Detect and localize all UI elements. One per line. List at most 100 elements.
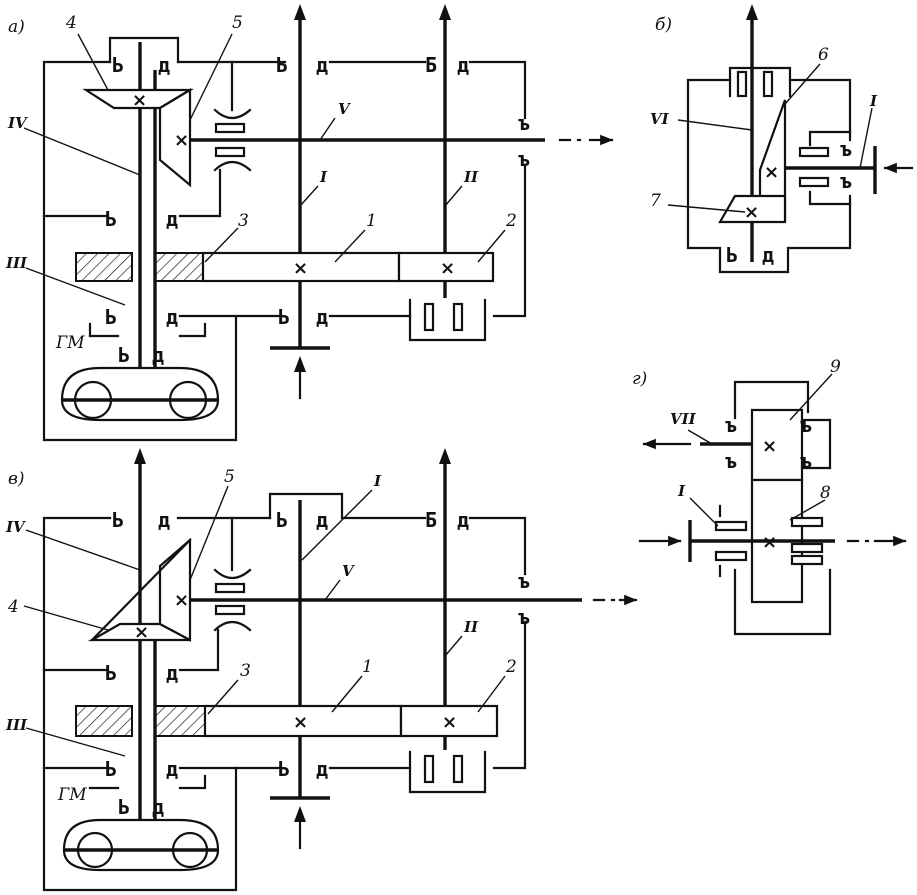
label-vi-b: VI	[650, 110, 670, 128]
label-iii-v: III	[5, 716, 28, 734]
panel-label-b: б)	[655, 15, 672, 35]
panel-label-a: а)	[8, 17, 25, 37]
svg-text:×: ×	[293, 712, 308, 733]
housing-a	[42, 60, 238, 442]
diagram-panel-a: а) Ь д × × Ь д Б д ъ ъ	[5, 4, 614, 442]
label-i-a: I	[319, 168, 328, 186]
label-v-a: V	[338, 100, 351, 118]
label-2-v: 2	[505, 657, 517, 677]
label-iv-a: IV	[7, 114, 28, 132]
label-vii-g: VII	[670, 410, 697, 428]
svg-text:д: д	[166, 757, 178, 781]
svg-text:Ь: Ь	[112, 53, 124, 77]
svg-text:Ь: Ь	[118, 343, 130, 367]
svg-text:×: ×	[293, 258, 308, 279]
svg-text:д: д	[316, 757, 328, 781]
label-5-v: 5	[224, 467, 235, 487]
svg-text:×: ×	[174, 130, 189, 151]
label-2-a: 2	[505, 211, 517, 231]
bevel-gear-7-b	[718, 194, 787, 224]
label-3-v: 3	[240, 661, 251, 681]
svg-text:Ь: Ь	[105, 757, 117, 781]
svg-text:×: ×	[132, 90, 147, 111]
svg-text:Ь: Ь	[278, 757, 290, 781]
label-4-a: 4	[65, 13, 77, 33]
diagram-panel-b: б) × × ъ ъ Ь д VI 6 7	[650, 4, 914, 274]
svg-text:Ь: Ь	[105, 207, 117, 231]
svg-text:ъ: ъ	[518, 605, 530, 629]
svg-text:Ь: Ь	[726, 243, 738, 267]
svg-text:Ь: Ь	[118, 795, 130, 819]
gear-2-v	[399, 704, 499, 738]
label-i-b: I	[869, 92, 878, 110]
svg-text:д: д	[316, 53, 328, 77]
label-4-v: 4	[7, 597, 19, 617]
label-9-g: 9	[830, 357, 841, 377]
svg-text:ъ: ъ	[518, 111, 530, 135]
diagram-panel-v: в) Ь д Ь д Б д ъ ъ × ×	[5, 448, 638, 892]
svg-text:д: д	[166, 661, 178, 685]
label-6-b: 6	[818, 45, 829, 65]
gear-2-a	[397, 251, 495, 283]
svg-text:д: д	[158, 508, 170, 532]
svg-text:д: д	[457, 508, 469, 532]
svg-text:д: д	[158, 53, 170, 77]
label-i-g: I	[677, 482, 686, 500]
svg-text:×: ×	[174, 590, 189, 611]
label-ii-v: II	[463, 618, 479, 636]
svg-text:д: д	[166, 305, 178, 329]
svg-text:ъ: ъ	[725, 449, 737, 473]
gear-3-left-hatch-a	[75, 252, 133, 282]
label-iii-a: III	[5, 254, 28, 272]
svg-text:×: ×	[440, 258, 455, 279]
label-1-a: 1	[366, 211, 377, 231]
svg-text:д: д	[457, 53, 469, 77]
label-8-g: 8	[820, 483, 831, 503]
svg-text:ъ: ъ	[800, 413, 812, 437]
label-ii-a: II	[463, 168, 479, 186]
svg-text:д: д	[316, 508, 328, 532]
panel-label-v: в)	[8, 469, 25, 489]
diagram-panel-g: г) × × ъ ъ ъ ъ VII 9	[632, 357, 907, 636]
svg-text:д: д	[316, 305, 328, 329]
hydromechanical-unit-v	[62, 818, 220, 872]
svg-text:×: ×	[762, 436, 777, 457]
svg-text:Ь: Ь	[105, 305, 117, 329]
svg-text:×: ×	[764, 162, 779, 183]
svg-text:Б: Б	[425, 53, 437, 77]
svg-text:д: д	[152, 795, 164, 819]
bevel-gear-5-v	[158, 537, 192, 642]
panel-label-g: г)	[632, 369, 647, 389]
label-5-a: 5	[232, 13, 243, 33]
svg-text:ъ: ъ	[518, 569, 530, 593]
svg-text:×: ×	[744, 202, 759, 223]
svg-text:Б: Б	[425, 508, 437, 532]
label-gm-a: ГМ	[55, 333, 85, 353]
label-3-a: 3	[238, 211, 249, 231]
svg-text:д: д	[152, 343, 164, 367]
svg-text:×: ×	[442, 712, 457, 733]
label-v-v: V	[342, 562, 355, 580]
label-gm-v: ГМ	[57, 785, 87, 805]
svg-text:д: д	[166, 207, 178, 231]
gear-1-v	[203, 704, 403, 738]
svg-text:Ь: Ь	[278, 305, 290, 329]
label-7-b: 7	[650, 191, 661, 211]
label-iv-v: IV	[5, 518, 26, 536]
svg-text:ъ: ъ	[518, 147, 530, 171]
svg-text:Ь: Ь	[105, 661, 117, 685]
svg-text:ъ: ъ	[800, 449, 812, 473]
svg-text:×: ×	[134, 622, 149, 643]
hydromechanical-unit-a	[60, 366, 220, 422]
svg-text:ъ: ъ	[840, 169, 852, 193]
svg-text:ъ: ъ	[840, 137, 852, 161]
svg-text:д: д	[762, 243, 774, 267]
svg-text:ъ: ъ	[725, 413, 737, 437]
label-1-v: 1	[362, 657, 373, 677]
label-i-v: I	[373, 472, 382, 490]
svg-text:Ь: Ь	[276, 508, 288, 532]
svg-text:Ь: Ь	[112, 508, 124, 532]
bevel-gear-5-a	[158, 88, 192, 188]
svg-text:Ь: Ь	[276, 53, 288, 77]
